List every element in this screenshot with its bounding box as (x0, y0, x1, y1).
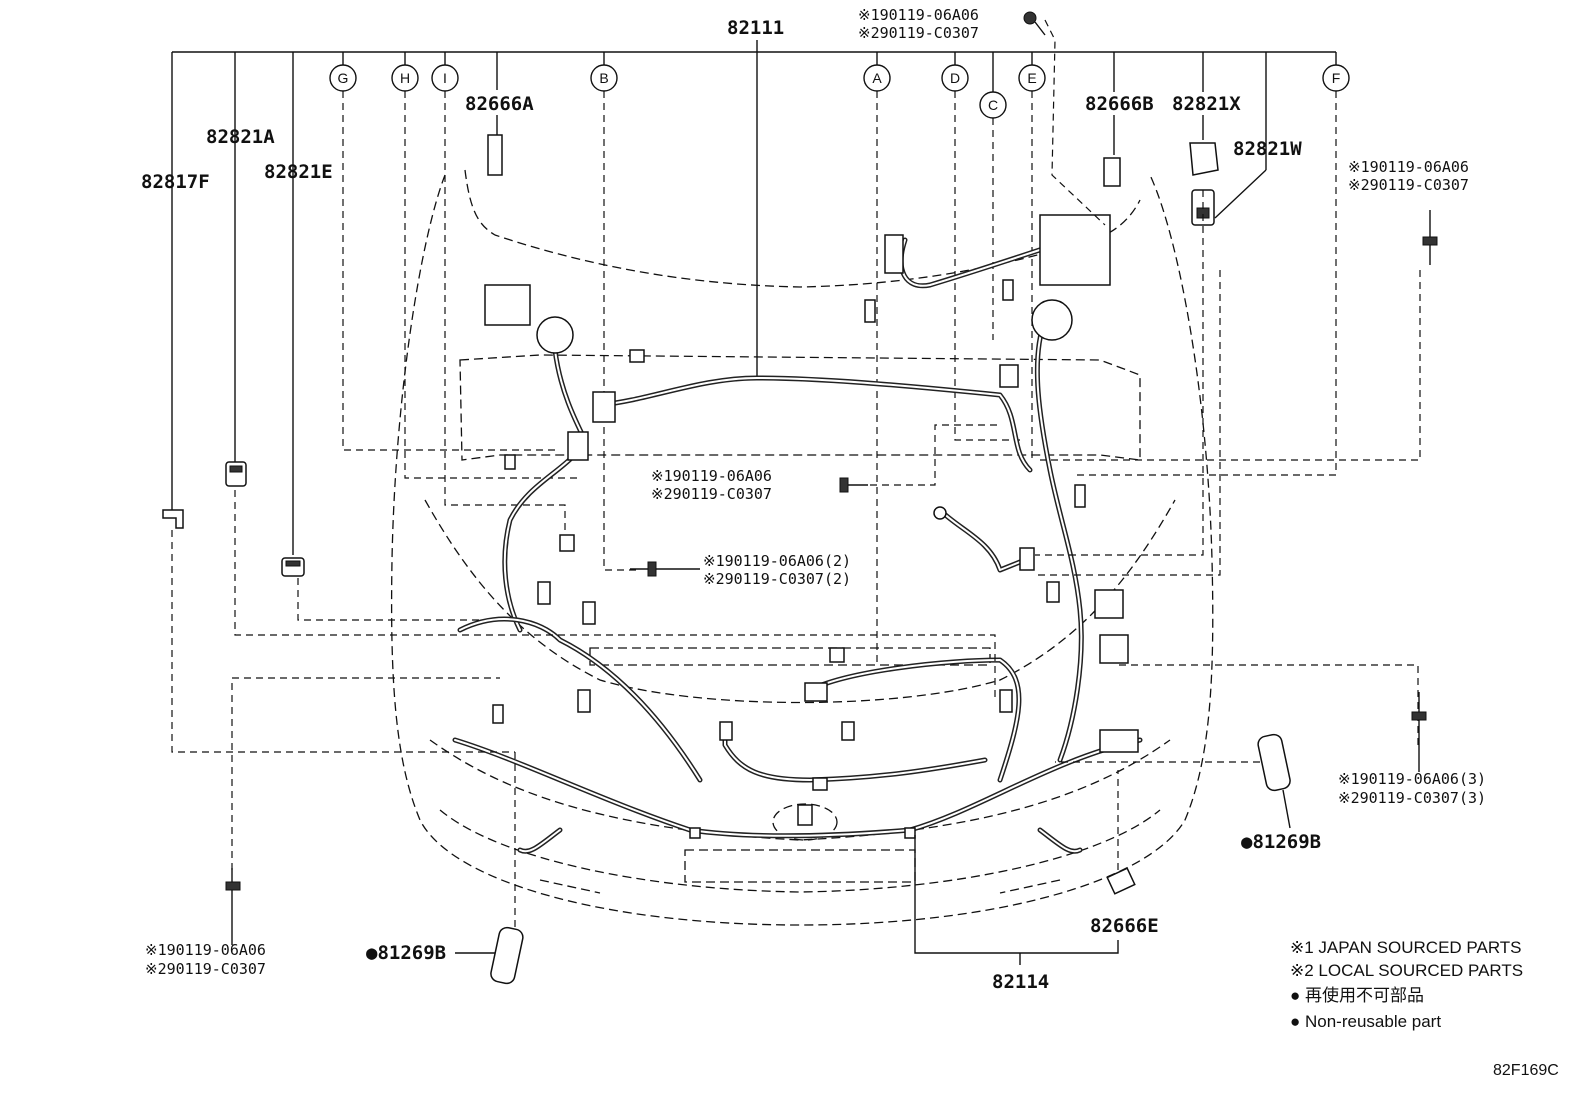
label-82114: 82114 (992, 971, 1049, 993)
part-82821X-icon (1189, 142, 1219, 176)
circle-label-e: E (1018, 64, 1046, 92)
bolt-icon-right-lower (1411, 692, 1427, 772)
bolt-note-center-1: ※190119-06A06 (651, 467, 772, 485)
right-leader-lines (1035, 19, 1421, 870)
circle-label-c-text: C (988, 97, 998, 113)
leader-lines-82111 (171, 40, 1337, 555)
label-81269B-right: ●81269B (1241, 831, 1321, 853)
label-82666E: 82666E (1090, 915, 1159, 937)
bolt-note-top-2: ※290119-C0307 (858, 24, 979, 42)
circle-label-a: A (863, 64, 891, 92)
circle-label-f: F (1322, 64, 1350, 92)
bolt-note-right-upper-2: ※290119-C0307 (1348, 176, 1469, 194)
bolt-note-top-1: ※190119-06A06 (858, 6, 979, 24)
legend: ※1 JAPAN SOURCED PARTS ※2 LOCAL SOURCED … (1290, 938, 1523, 1031)
seal-81269B-left-icon (455, 926, 524, 985)
label-82817F: 82817F (141, 171, 210, 193)
bolt-note-right-lower-2: ※290119-C0307(3) (1338, 789, 1486, 807)
leader-lines-82114 (914, 835, 1119, 965)
seal-81269B-right-icon (1257, 733, 1291, 829)
label-82666A: 82666A (465, 93, 534, 115)
bolt-icon-center-lower (630, 561, 700, 577)
label-82821A: 82821A (206, 126, 275, 148)
legend-non-reusable-jp: ● 再使用不可部品 (1290, 985, 1424, 1005)
part-82817F-icon (162, 509, 184, 529)
bolt-note-center-2: ※290119-C0307 (651, 485, 772, 503)
circle-leader-lines (342, 91, 1337, 665)
connector-blocks (484, 134, 1139, 895)
bolt-icon-left-lower (225, 868, 241, 945)
circle-label-b: B (590, 64, 618, 92)
left-leader-lines (171, 490, 996, 930)
circle-label-d-text: D (950, 70, 960, 86)
circle-label-g: G (329, 64, 357, 92)
legend-japan-sourced: ※1 JAPAN SOURCED PARTS (1290, 938, 1522, 957)
label-82821W: 82821W (1233, 138, 1302, 160)
label-82111: 82111 (727, 17, 784, 39)
circle-label-c: C (979, 91, 1007, 119)
circle-label-d: D (941, 64, 969, 92)
legend-non-reusable-en: ● Non-reusable part (1290, 1012, 1441, 1031)
label-82666B: 82666B (1085, 93, 1154, 115)
bolt-icon-center (839, 424, 1000, 493)
legend-local-sourced: ※2 LOCAL SOURCED PARTS (1290, 961, 1523, 980)
circle-label-f-text: F (1332, 70, 1341, 86)
bolt-icon-top (1023, 11, 1046, 36)
bolt-note-left-lower-1: ※190119-06A06 (145, 941, 266, 959)
bolt-note-center-lower-2: ※290119-C0307(2) (703, 570, 851, 588)
circle-label-h: H (391, 64, 419, 92)
circle-label-h-text: H (400, 70, 410, 86)
circle-label-b-text: B (599, 70, 608, 86)
circle-label-i: I (431, 64, 459, 92)
circle-label-i-text: I (443, 70, 447, 86)
circle-label-e-text: E (1027, 70, 1036, 86)
part-82821E-icon (281, 557, 305, 577)
bolt-note-right-upper-1: ※190119-06A06 (1348, 158, 1469, 176)
part-82821A-icon (225, 461, 247, 487)
label-82821X: 82821X (1172, 93, 1241, 115)
harness-82114 (452, 732, 1143, 854)
circle-label-a-text: A (872, 70, 882, 86)
label-82821E: 82821E (264, 161, 333, 183)
label-81269B-left: ●81269B (366, 942, 446, 964)
bolt-icon-right-upper (1422, 210, 1438, 265)
figure-code: 82F169C (1493, 1062, 1559, 1079)
bolt-note-center-lower-1: ※190119-06A06(2) (703, 552, 851, 570)
bolt-note-right-lower-1: ※190119-06A06(3) (1338, 770, 1486, 788)
circle-label-g-text: G (338, 70, 349, 86)
bolt-note-left-lower-2: ※290119-C0307 (145, 960, 266, 978)
